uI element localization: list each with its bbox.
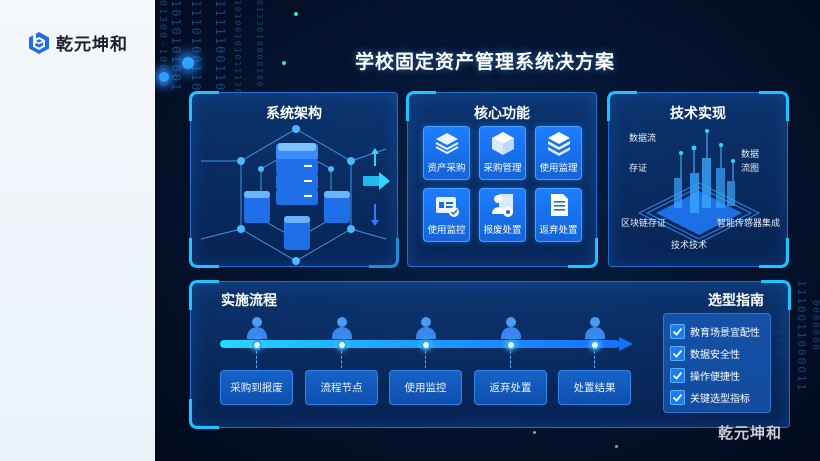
data-platform-illustration: [637, 129, 761, 243]
core-tile-procurement-management[interactable]: 采购管理: [479, 126, 526, 180]
flow-step-usage-monitoring[interactable]: 使用监控: [389, 370, 462, 405]
arrow-up-icon: [371, 148, 379, 166]
checkbox[interactable]: [670, 323, 685, 339]
flow-step-purchase-to-scrap[interactable]: 采购到报废: [220, 370, 293, 405]
binary-decoration: 0000000: [810, 300, 820, 352]
core-tile-usage-monitoring[interactable]: 使用监控: [423, 188, 470, 242]
tech-label-storage: 存证: [629, 164, 648, 174]
brand-panel: 乾元坤和: [0, 0, 155, 461]
guide-item-ease-of-use[interactable]: 操作便捷性: [670, 364, 764, 386]
flow-step-abandon-disposal[interactable]: 返弃处置: [474, 370, 547, 405]
server-icon: [284, 216, 310, 250]
core-tile-abandon-disposal[interactable]: 返弃处置: [535, 188, 582, 242]
core-functions-title: 核心功能: [474, 106, 530, 122]
flow-timeline: [220, 340, 620, 348]
guide-item-education-fit[interactable]: 教育场景宜配性: [670, 320, 764, 342]
check-icon: [672, 371, 683, 380]
tech-label-tech: 技术技术: [671, 241, 708, 251]
binary-decoration: 1010101001: [169, 0, 183, 93]
arrow-down-icon: [371, 204, 379, 226]
brand-watermark: 乾元坤和: [718, 424, 783, 442]
core-functions-panel: 核心功能 资产采购 采购管理 使用监理 使用监控 报废处置: [406, 91, 598, 268]
folder-check-icon: [435, 197, 459, 217]
flow-title: 实施流程: [221, 293, 277, 309]
core-tile-asset-purchase[interactable]: 资产采购: [423, 126, 470, 180]
tech-label-smart-sensing: 智能传感器集成: [717, 219, 781, 229]
server-network-diagram: [201, 125, 387, 265]
check-icon: [672, 327, 683, 336]
tech-implementation-panel: 技术实现 数据流 存证 数据流图 区块链存证 智能传感器集成 技术技术: [607, 91, 789, 268]
person-icon: [501, 317, 521, 397]
checkbox[interactable]: [670, 345, 685, 361]
binary-decoration: 01300-10000: [157, 0, 168, 89]
check-icon: [672, 349, 683, 358]
person-icon: [332, 317, 352, 397]
selection-guide-title: 选型指南: [708, 293, 764, 309]
server-icon: [244, 191, 270, 223]
architecture-title: 系统架构: [266, 106, 322, 122]
guide-item-key-criteria[interactable]: 关键选型指标: [670, 386, 764, 408]
glow-dot: [182, 57, 194, 69]
binary-decoration: 0133010000100: [255, 0, 264, 89]
glow-dot: [533, 431, 536, 434]
glow-dot: [615, 445, 618, 448]
stack-icon: [547, 132, 570, 156]
check-icon: [672, 393, 683, 402]
core-tile-usage-supervision[interactable]: 使用监理: [535, 126, 582, 180]
server-icon: [324, 191, 350, 223]
core-tile-scrap-disposal[interactable]: 报废处置: [479, 188, 526, 242]
checkbox[interactable]: [670, 367, 685, 383]
binary-decoration: 1110100110: [189, 0, 203, 93]
checkbox[interactable]: [670, 389, 685, 405]
binary-decoration: 1111100110: [213, 0, 227, 93]
direction-arrows: [363, 148, 390, 226]
implementation-flow-panel: 实施流程 采购到报废 流程节点 使用监控 返弃处置 处置结果 选型指南 教育场景…: [189, 280, 791, 429]
brand-name: 乾元坤和: [56, 35, 128, 55]
selection-guide-list: 教育场景宜配性 数据安全性 操作便捷性 关键选型指标: [663, 313, 771, 413]
layers-icon: [435, 133, 458, 155]
user-gear-icon: [491, 194, 513, 217]
core-functions-grid: 资产采购 采购管理 使用监理 使用监控 报废处置 返弃处置: [423, 126, 582, 242]
server-stack-icon: [276, 143, 318, 205]
person-icon: [247, 317, 267, 397]
flow-step-disposal-result[interactable]: 处置结果: [558, 370, 631, 405]
person-icon: [416, 317, 436, 397]
person-icon: [585, 317, 605, 397]
binary-decoration: 1110011000011: [795, 280, 808, 393]
cube-icon: [491, 132, 514, 155]
flow-step-flow-node[interactable]: 流程节点: [305, 370, 378, 405]
tech-label-data-flow: 数据流: [629, 134, 657, 144]
slide-title: 学校固定资产管理系统决方案: [355, 51, 616, 73]
glow-dot: [159, 72, 169, 82]
tech-label-data-flow-chart: 数据流图: [741, 150, 760, 174]
glow-dot: [294, 12, 298, 16]
arrow-right-icon: [619, 337, 633, 351]
binary-decoration: 10100101011130: [233, 0, 242, 96]
slide-canvas: 01300-10000 1010101001 1110100110 111110…: [155, 0, 820, 461]
arrow-right-icon: [363, 172, 390, 190]
guide-item-data-security[interactable]: 数据安全性: [670, 342, 764, 364]
tech-title: 技术实现: [670, 106, 726, 122]
hexagon-cube-logo-icon: [29, 31, 49, 54]
glow-dot: [282, 61, 286, 65]
brand-logo[interactable]: 乾元坤和: [28, 30, 128, 55]
architecture-panel: 系统架构: [189, 91, 399, 268]
document-icon: [550, 194, 568, 216]
tech-label-blockchain: 区块链存证: [621, 219, 667, 229]
